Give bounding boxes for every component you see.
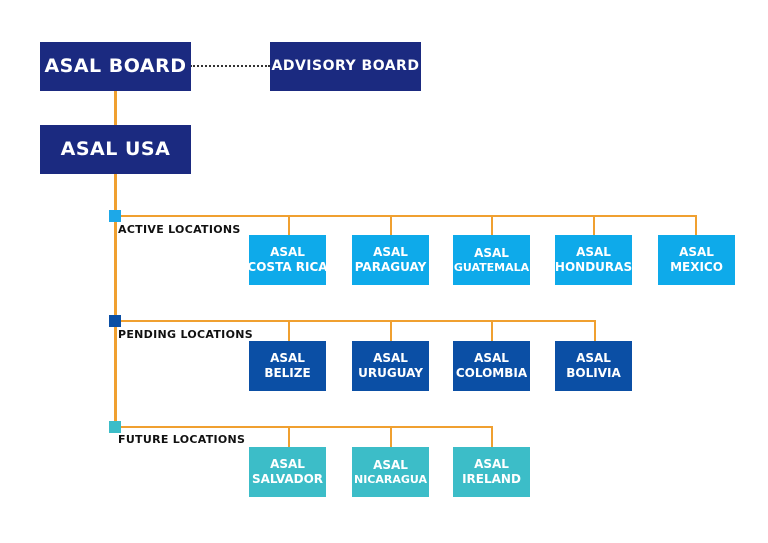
location-name: COSTA RICA [247,260,328,274]
advisory-board-box: ADVISORY BOARD [270,42,421,91]
location-name: PARAGUAY [354,260,427,274]
location-prefix: ASAL [576,351,611,365]
connector-board-usa [114,91,117,125]
location-box-active: ASAL HONDURAS [555,235,632,285]
location-box-pending: ASAL URUGUAY [352,341,429,391]
future-locations-label: FUTURE LOCATIONS [118,433,246,446]
connector-future-bar [121,426,493,428]
future-marker [109,421,121,433]
location-box-pending: ASAL BELIZE [249,341,326,391]
connector-pending-drop [288,320,290,341]
location-name: NICARAGUA [353,472,427,486]
connector-main-trunk [114,173,117,428]
location-prefix: ASAL [679,245,714,259]
connector-active-drop [593,215,595,235]
location-name: BELIZE [264,366,311,380]
connector-pending-bar [121,320,596,322]
location-box-active: ASAL PARAGUAY [352,235,429,285]
asal-usa-box: ASAL USA [40,125,191,174]
connector-active-drop [288,215,290,235]
location-name: IRELAND [462,472,521,486]
connector-future-drop [491,426,493,447]
location-name: COLOMBIA [455,366,528,380]
connector-future-drop [288,426,290,447]
location-prefix: ASAL [270,457,305,471]
connector-pending-drop [491,320,493,341]
location-prefix: ASAL [373,351,408,365]
connector-active-drop [695,215,697,235]
location-name: HONDURAS [554,260,633,274]
location-box-future: ASAL SALVADOR [249,447,326,497]
location-name: BOLIVIA [566,366,621,380]
location-prefix: ASAL [474,351,509,365]
location-name: URUGUAY [358,366,423,380]
asal-usa-label: ASAL USA [60,137,171,160]
connector-active-drop [491,215,493,235]
connector-board-advisory [190,65,270,67]
pending-marker [109,315,121,327]
location-box-active: ASAL COSTA RICA [247,235,328,285]
active-locations-label: ACTIVE LOCATIONS [118,223,241,236]
location-prefix: ASAL [576,245,611,259]
location-prefix: ASAL [373,457,408,472]
location-name: SALVADOR [251,472,324,486]
location-box-pending: ASAL BOLIVIA [555,341,632,391]
connector-pending-drop [594,320,596,341]
advisory-board-label: ADVISORY BOARD [271,57,420,74]
location-box-future: ASAL NICARAGUA [352,447,429,497]
location-prefix: ASAL [373,245,408,259]
location-prefix: ASAL [270,351,305,365]
location-name: GUATEMALA [453,260,530,274]
connector-active-bar [121,215,697,217]
location-prefix: ASAL [474,457,509,471]
location-box-pending: ASAL COLOMBIA [453,341,530,391]
location-box-active: ASAL GUATEMALA [453,235,530,285]
location-box-active: ASAL MEXICO [658,235,735,285]
asal-board-box: ASAL BOARD [40,42,191,91]
location-name: MEXICO [670,260,723,274]
location-prefix: ASAL [270,245,305,259]
location-box-future: ASAL IRELAND [453,447,530,497]
location-prefix: ASAL [474,245,509,260]
pending-locations-label: PENDING LOCATIONS [118,328,253,341]
active-marker [109,210,121,222]
connector-future-drop [390,426,392,447]
connector-active-drop [390,215,392,235]
asal-board-label: ASAL BOARD [44,54,187,77]
connector-pending-drop [390,320,392,341]
